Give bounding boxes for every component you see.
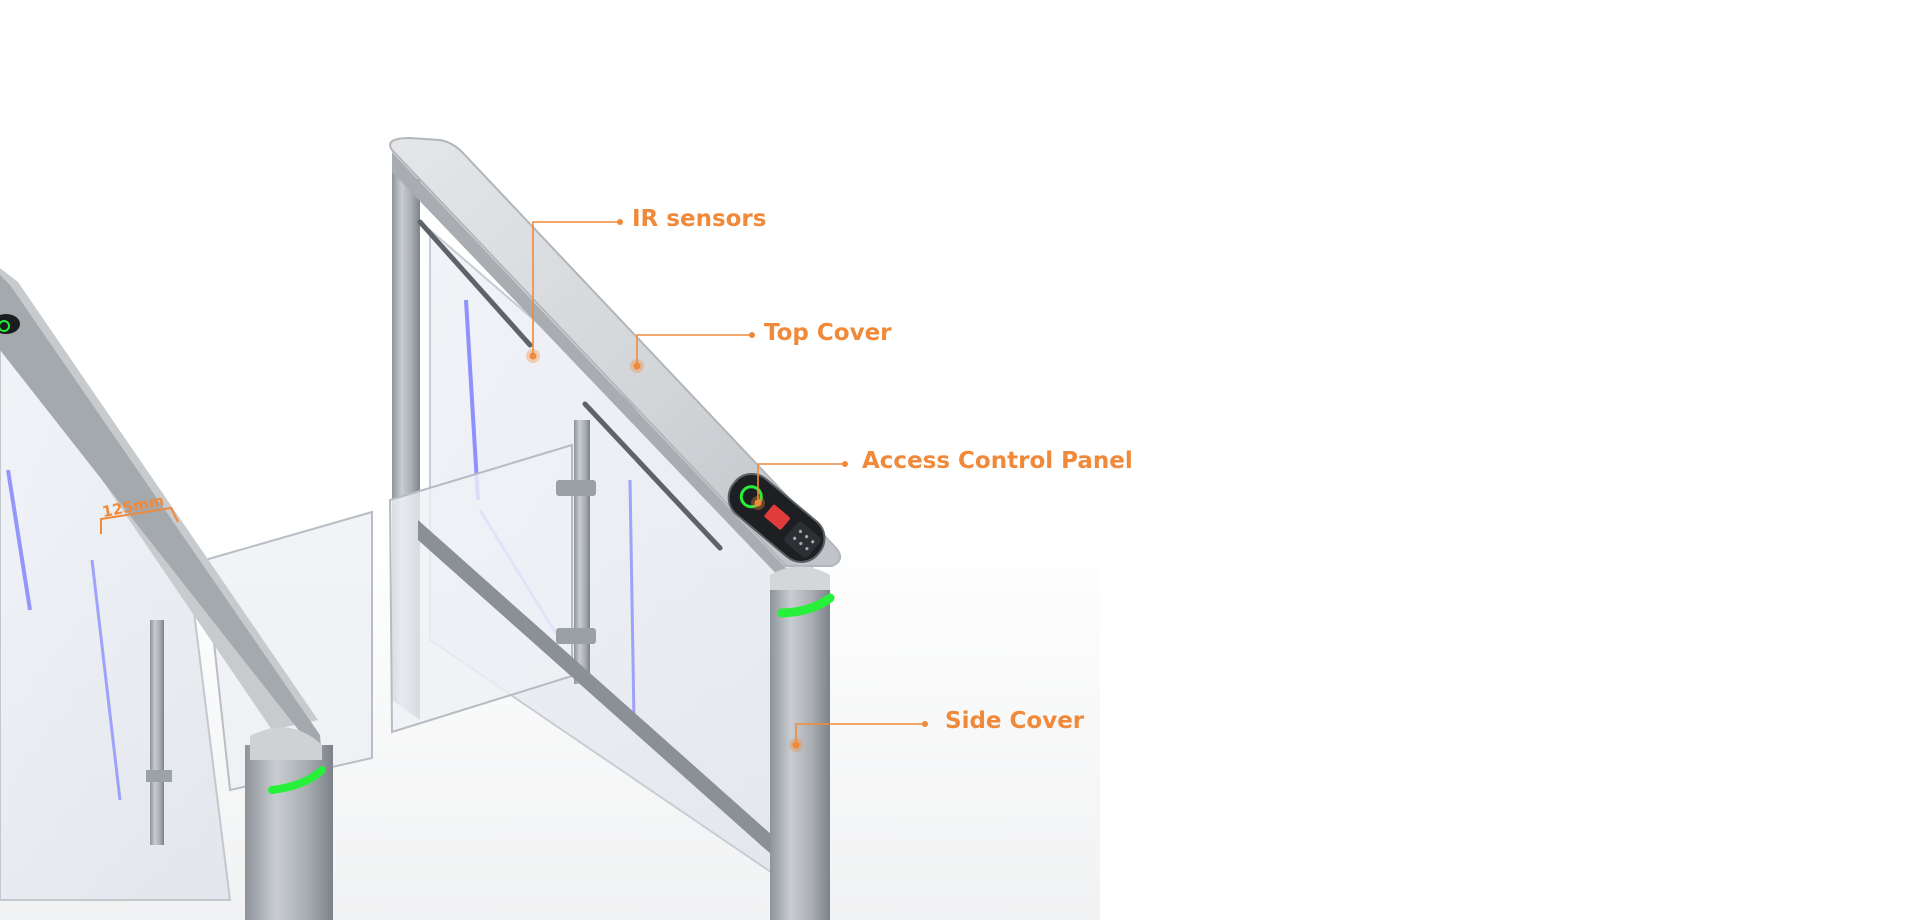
keypad-icon: [784, 521, 821, 558]
side-cover-leader: [795, 723, 925, 745]
ir-sensor-slot: [417, 219, 533, 348]
card-reader-icon: [764, 504, 790, 530]
side-cover-label: Side Cover: [945, 708, 1085, 734]
dimension-bracket: [100, 506, 179, 534]
top-cover-label: Top Cover: [764, 320, 892, 346]
access-panel-leader: [757, 463, 845, 503]
right-turnstile: [388, 136, 842, 920]
left-turnstile: [0, 268, 373, 920]
led-strip: [777, 593, 835, 618]
ir-sensors-leader: [532, 221, 620, 356]
access-control-panel: [727, 472, 826, 563]
side-cover: [770, 575, 830, 920]
top-cover: [389, 136, 842, 567]
callout-dots: [526, 219, 928, 752]
ir-sensor-slot-2: [582, 401, 723, 551]
top-cover-leader: [636, 334, 752, 366]
access-control-panel-label: Access Control Panel: [862, 448, 1133, 474]
ir-sensors-label: IR sensors: [632, 206, 767, 232]
callout-leaders: [532, 221, 925, 745]
